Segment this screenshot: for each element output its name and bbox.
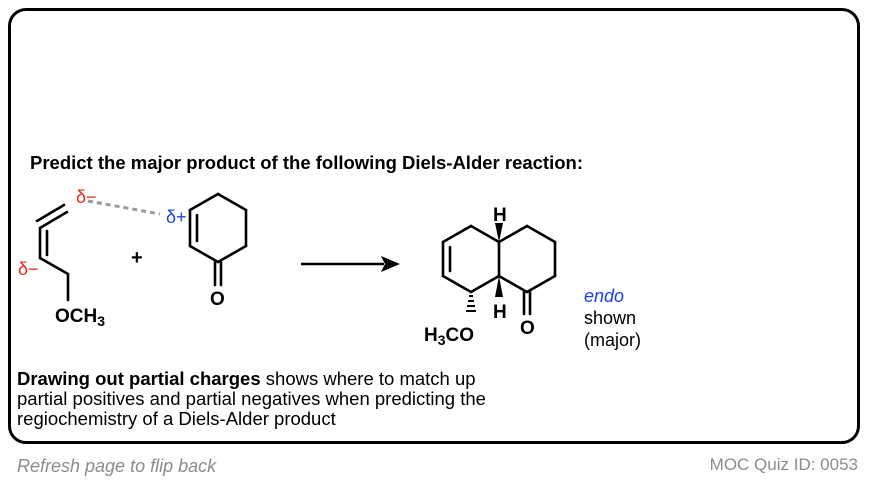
dienophile-oxygen-label: O [210,289,225,310]
product-h-bottom: H [493,302,507,323]
product-ketone-oxygen: O [520,318,535,339]
delta-minus-left: δ− [18,259,39,279]
shown-label: shown [584,308,636,328]
explanation-bold-lead: Drawing out partial charges [17,368,261,389]
delta-plus: δ+ [166,207,187,227]
delta-minus-top: δ− [76,187,97,207]
explanation-line-3: regiochemistry of a Diels-Alder product [17,408,336,429]
cyclohexenone-structure [188,192,248,287]
question-prompt: Predict the major product of the followi… [30,152,583,173]
plus-sign: + [131,247,143,269]
endo-label: endo [584,286,624,306]
explanation-text: Drawing out partial charges shows where … [17,369,617,429]
reaction-arrow [301,256,400,272]
diene-structure [35,203,70,302]
quiz-card[interactable] [8,8,860,444]
product-methoxy-label: H3CO [424,325,474,348]
diene-methoxy-label: OCH3 [55,306,105,329]
product-methoxy-subscript: 3 [438,332,446,348]
charge-interaction-line [87,199,161,216]
wedge-bond-top [495,223,503,242]
major-label: (major) [584,330,641,350]
explanation-line-2: partial positives and partial negatives … [17,388,486,409]
quiz-id: MOC Quiz ID: 0053 [709,455,858,474]
product-structure [441,224,557,316]
product-h-top: H [493,205,507,226]
flip-back-hint: Refresh page to flip back [17,456,217,476]
wedge-bond-bottom [495,276,503,297]
explanation-line-1: shows where to match up [260,368,476,389]
hashed-bond [466,295,476,312]
methoxy-subscript: 3 [97,313,105,329]
